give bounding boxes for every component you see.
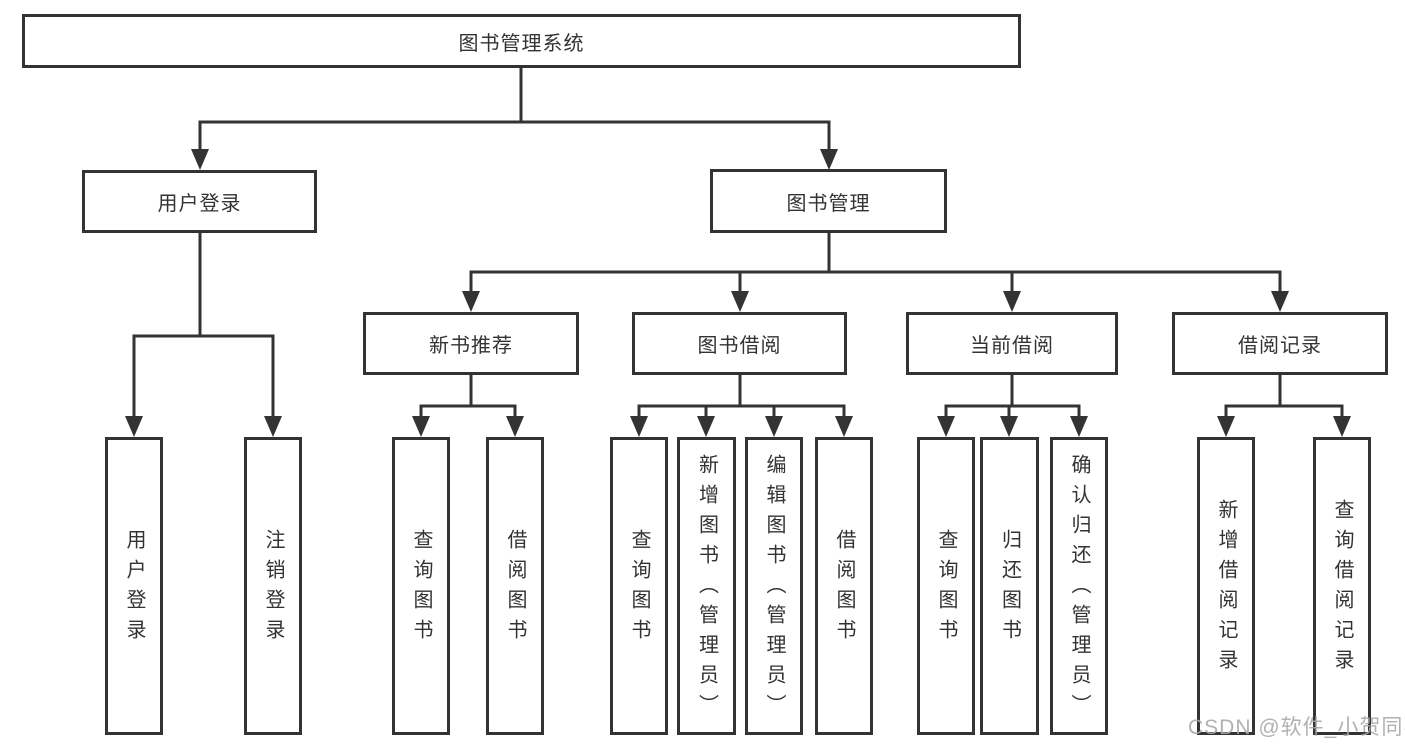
node-borrowing-records: 借阅记录 [1172,312,1388,375]
node-current-borrowing: 当前借阅 [906,312,1118,375]
leaf-query-books-recommendation: 查询图书 [392,437,450,735]
node-new-book-recommendation: 新书推荐 [363,312,579,375]
node-user-login: 用户登录 [82,170,317,233]
csdn-watermark: CSDN @软件_小贺同学 [1188,716,1405,739]
leaf-add-borrowing-record: 新增借阅记录 [1197,437,1255,735]
leaf-query-borrowing-record: 查询借阅记录 [1313,437,1371,735]
leaf-query-books-current: 查询图书 [917,437,975,735]
leaf-borrow-books: 借阅图书 [815,437,873,735]
leaf-return-books: 归还图书 [980,437,1039,735]
leaf-confirm-return-admin: 确认归还（管理员） [1050,437,1108,735]
node-book-management: 图书管理 [710,169,947,233]
arrowheads [125,149,1351,437]
node-book-borrowing: 图书借阅 [632,312,847,375]
leaf-borrow-books-recommendation: 借阅图书 [486,437,544,735]
leaf-add-books-admin: 新增图书（管理员） [677,437,736,735]
leaf-logout: 注销登录 [244,437,302,735]
leaf-query-books-borrowing: 查询图书 [610,437,668,735]
leaf-edit-books-admin: 编辑图书（管理员） [745,437,803,735]
node-library-management-system: 图书管理系统 [22,14,1021,68]
leaf-user-login: 用户登录 [105,437,163,735]
